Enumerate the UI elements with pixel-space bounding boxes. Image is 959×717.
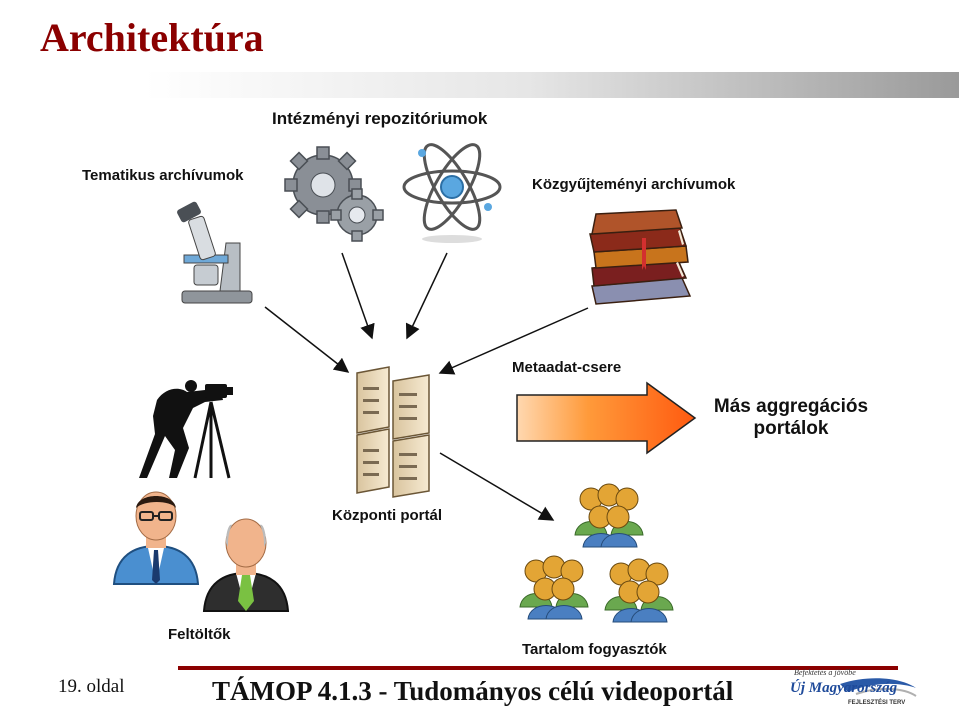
- slide-title: Architektúra: [40, 15, 264, 60]
- label-public-collection-archives: Közgyűjteményi archívumok: [532, 176, 736, 193]
- people-group-icon: [574, 483, 644, 548]
- arrow-thematic-to-portal: [264, 306, 350, 373]
- label-other-aggregation-portals: Más aggregációs portálok: [713, 396, 869, 439]
- uj-magyarorszag-logo: Befektetés a jövőbe Új Magyarország FEJL…: [790, 668, 920, 714]
- label-content-consumers: Tartalom fogyasztók: [522, 641, 667, 658]
- label-uploaders: Feltöltők: [168, 626, 231, 643]
- person-glasses-icon: [112, 491, 200, 585]
- logo-tagline: Befektetés a jövőbe: [794, 668, 856, 677]
- logo-subtitle: FEJLESZTÉSI TERV: [848, 700, 906, 706]
- arrow-atom-to-portal: [405, 252, 448, 340]
- arrow-gears-to-portal: [341, 252, 375, 340]
- page-number: 19. oldal: [58, 676, 125, 697]
- people-group-icon: [604, 558, 674, 623]
- logo-swoosh: [840, 678, 917, 697]
- arrow-books-to-portal: [438, 307, 589, 375]
- label-institutional-repositories: Intézményi repozitóriumok: [272, 109, 488, 128]
- label-metadata-exchange: Metaadat-csere: [512, 359, 622, 376]
- books-icon: [589, 209, 692, 305]
- server-icon: [356, 366, 430, 498]
- atom-icon: [402, 143, 502, 243]
- people-group-icon: [519, 555, 589, 620]
- label-central-portal: Központi portál: [332, 507, 442, 524]
- footer-title: TÁMOP 4.1.3 - Tudományos célú videoportá…: [212, 676, 734, 706]
- logo-name: Új Magyarország: [790, 680, 898, 696]
- gears-icon: [284, 146, 384, 242]
- footer-divider: [178, 666, 898, 670]
- person-bald-icon: [202, 518, 290, 612]
- metadata-exchange-arrow: [516, 381, 697, 455]
- cameraman-icon: [139, 380, 233, 479]
- label-thematic-archives: Tematikus archívumok: [82, 167, 244, 184]
- microscope-icon: [177, 201, 253, 304]
- arrow-portal-to-consumers: [439, 452, 555, 521]
- title-divider-bar: [0, 72, 959, 98]
